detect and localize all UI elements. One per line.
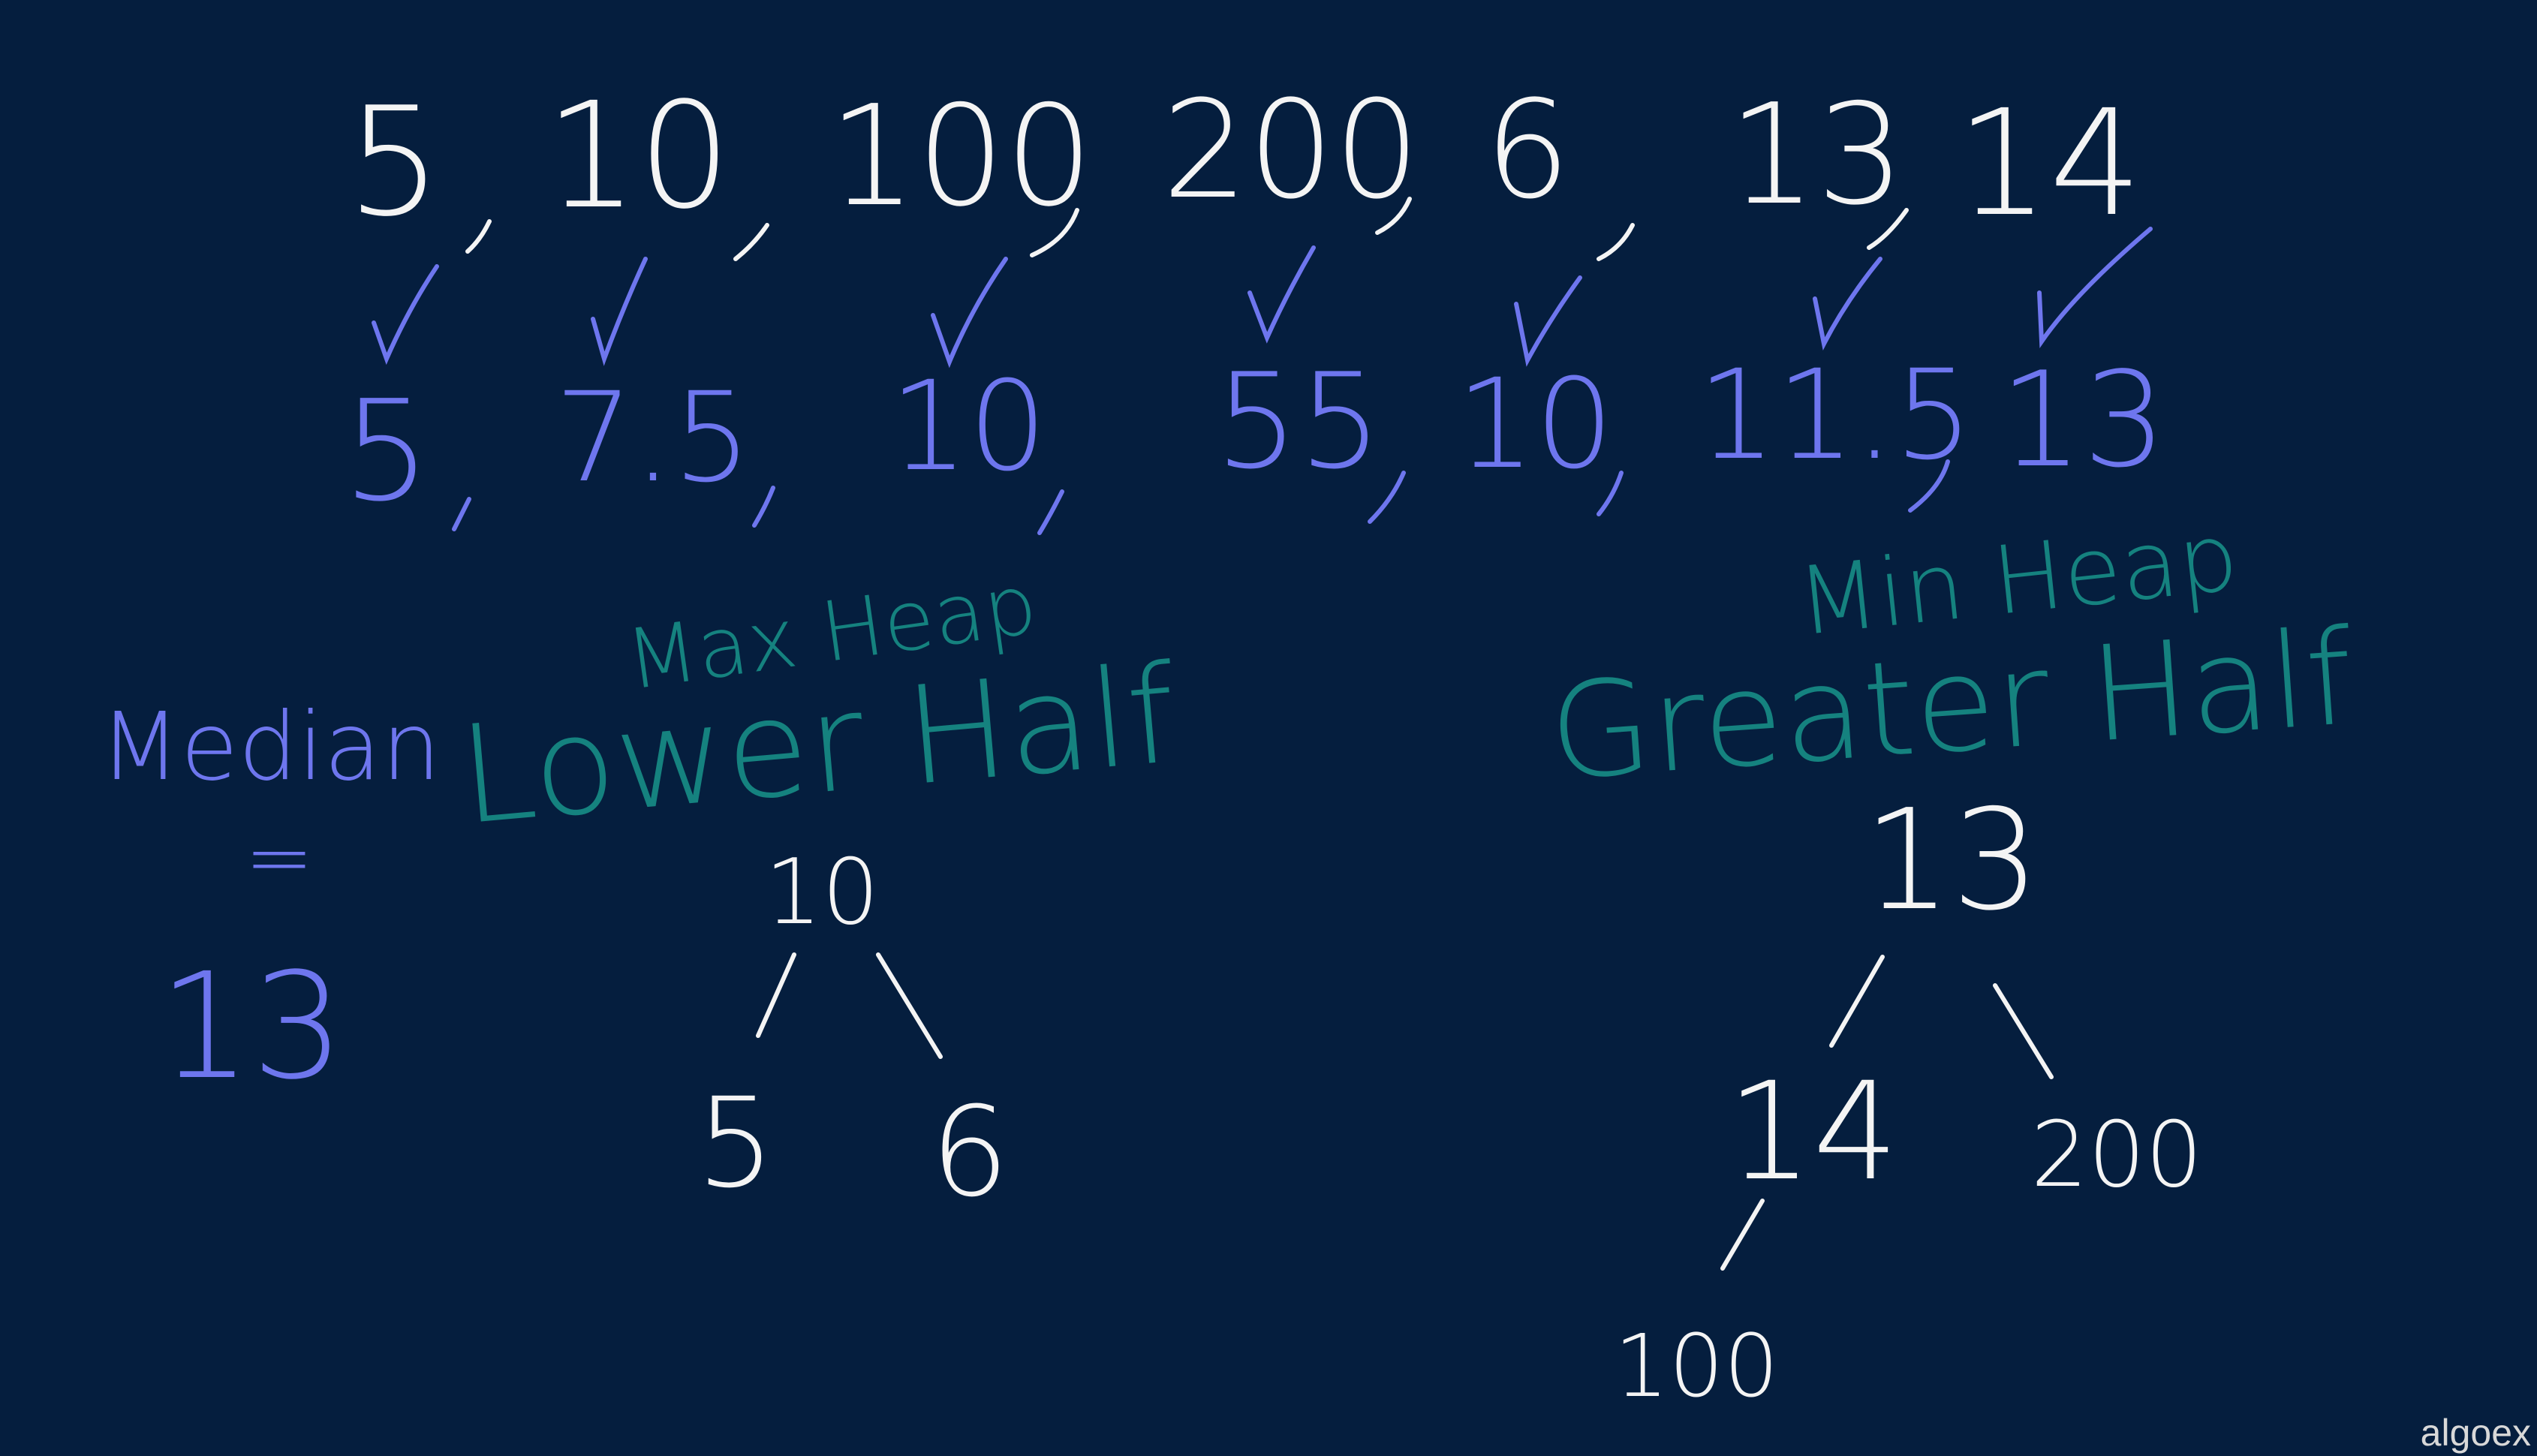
check-mark-icon (2037, 227, 2153, 349)
stream-number: 13 (1728, 74, 1904, 236)
stream-number: 200 (1162, 72, 1420, 229)
min-heap-right-child: 200 (2030, 1103, 2202, 1208)
max-heap-left-child: 5 (697, 1071, 775, 1215)
input-stream: 5 10 100 200 6 13 14 (346, 71, 2142, 261)
comma-mark (1368, 471, 1406, 524)
tree-edge (756, 952, 796, 1038)
median-result-value: 13 (158, 941, 345, 1112)
stream-number: 100 (828, 75, 1093, 237)
median-value: 13 (2000, 344, 2167, 497)
check-mark-icon (372, 264, 439, 366)
min-heap-left-child: 14 (1726, 1054, 1898, 1211)
comma-mark (1867, 208, 1909, 250)
median-value: 5 (342, 370, 431, 532)
tree-edge (1829, 955, 1885, 1048)
median-value: 55 (1215, 346, 1383, 498)
tree-edge (1993, 983, 2054, 1079)
comma-mark (1597, 223, 1635, 261)
comma-mark (752, 486, 775, 528)
comma-mark (1908, 459, 1950, 513)
tree-edge (1720, 1199, 1765, 1271)
check-mark-icon (931, 257, 1008, 369)
max-heap-subtitle: Lower Half (453, 636, 1181, 855)
median-result: Median = 13 (100, 693, 441, 1112)
median-value: 7.5 (555, 366, 751, 510)
running-medians: 5 7.5 10 55 10 11.5 13 (342, 343, 2167, 535)
comma-mark (1030, 208, 1079, 257)
comma-mark (733, 223, 769, 261)
max-heap-right-child: 6 (931, 1080, 1010, 1224)
check-mark-icon (1514, 275, 1582, 367)
stream-number: 5 (346, 75, 441, 250)
stream-number: 6 (1485, 72, 1571, 229)
min-heap: Min Heap Greater Half 13 14 200 100 (1545, 503, 2358, 1417)
min-heap-left-left-child: 100 (1614, 1316, 1779, 1417)
stream-number: 14 (1956, 78, 2142, 248)
comma-mark (465, 219, 492, 254)
median-label: Median (100, 693, 441, 802)
comma-mark (1375, 197, 1412, 235)
max-heap: Max Heap Lower Half 10 5 6 (453, 556, 1181, 1224)
equals-sign: = (245, 809, 314, 905)
stream-number: 10 (545, 71, 731, 241)
max-heap-root: 10 (765, 841, 880, 945)
comma-mark (452, 497, 471, 531)
check-marks (372, 227, 2153, 369)
watermark-logo: algoex (2420, 1412, 2531, 1454)
median-value: 10 (1456, 352, 1614, 496)
comma-mark (1597, 471, 1624, 516)
check-mark-icon (1813, 257, 1882, 350)
median-value: 11.5 (1697, 343, 1973, 487)
min-heap-root: 13 (1863, 779, 2039, 941)
tree-edge (876, 952, 943, 1059)
check-mark-icon (591, 257, 648, 366)
comma-mark (1037, 489, 1064, 535)
check-mark-icon (1247, 245, 1316, 344)
median-value: 10 (889, 354, 1047, 498)
